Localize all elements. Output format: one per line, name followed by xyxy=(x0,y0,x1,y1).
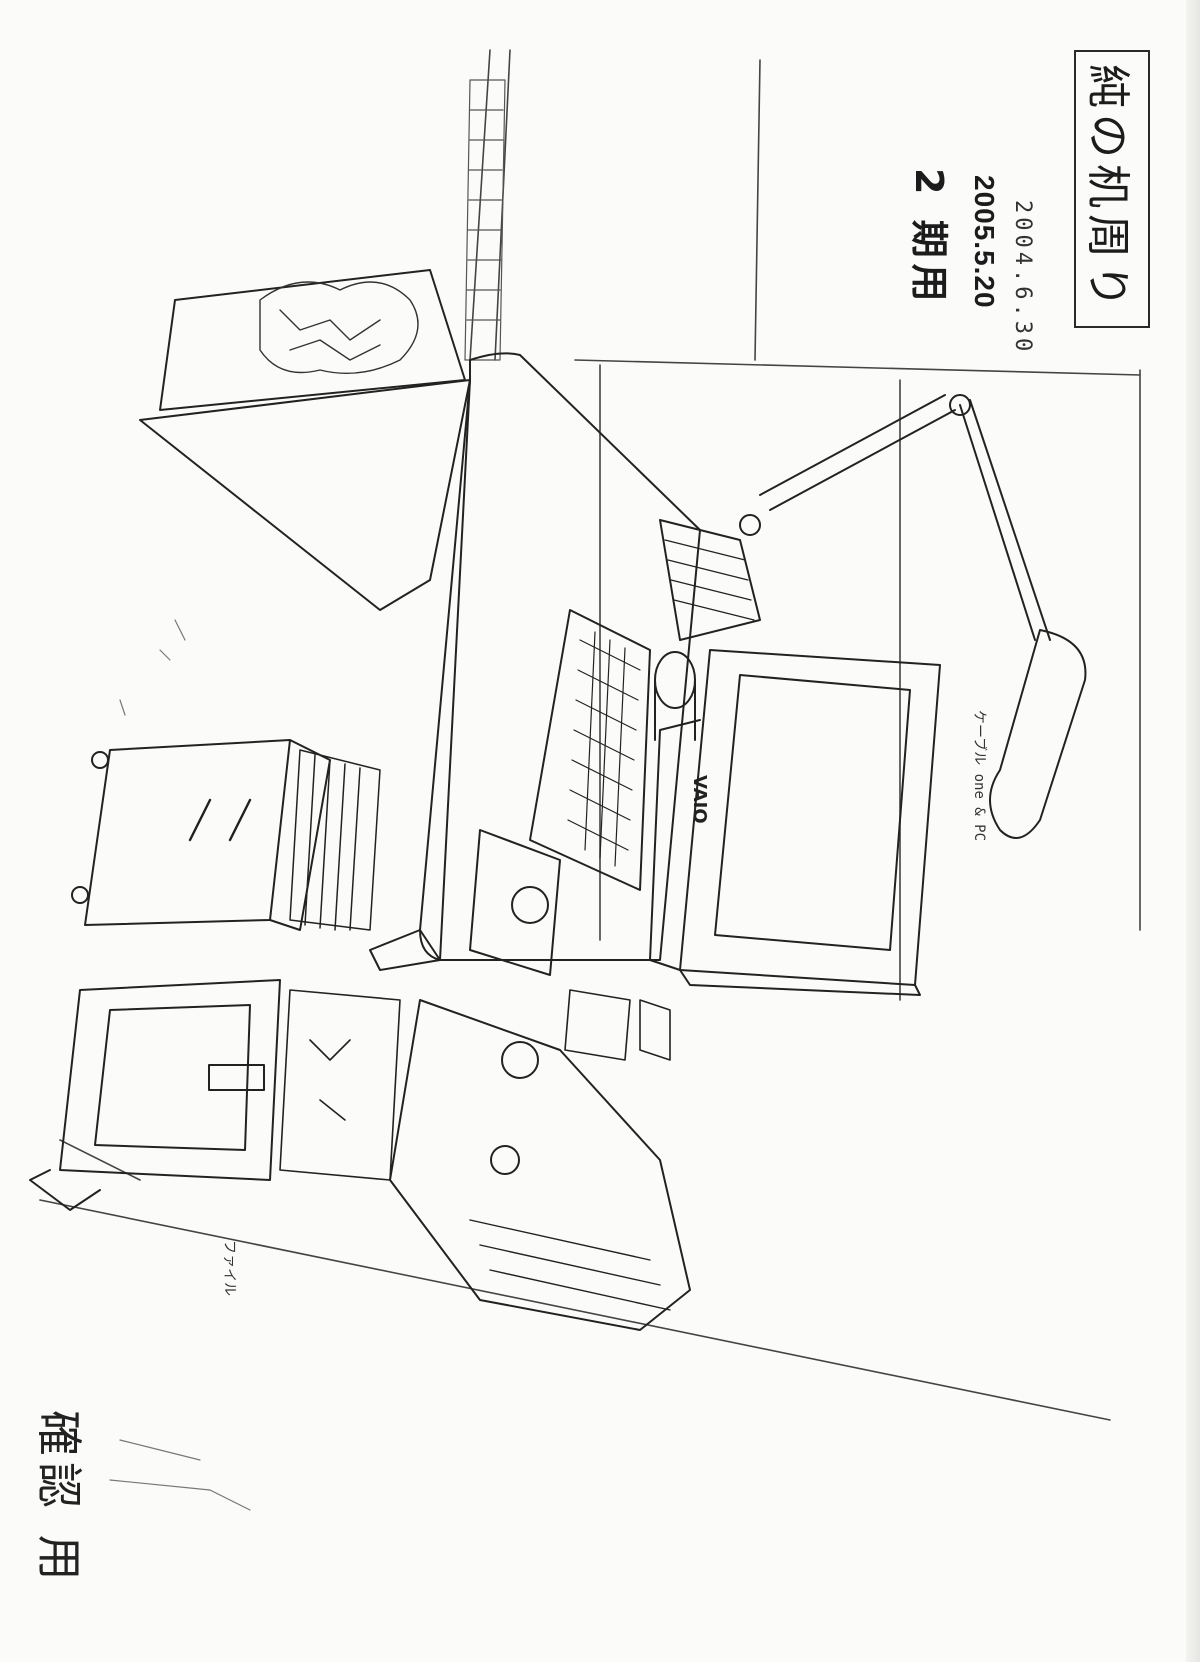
loose-scribbles xyxy=(109,619,251,1511)
drawer-cabinet xyxy=(71,739,331,931)
date-handwritten: 2004.6.30 xyxy=(1010,200,1035,356)
lamp-head xyxy=(989,629,1087,839)
printer-unit xyxy=(389,999,691,1331)
binders xyxy=(289,749,381,931)
title-block: 純の机周り xyxy=(1074,50,1150,328)
desk-top[interactable] xyxy=(369,352,701,971)
monitor-annotation-block: ケーブル one & PC xyxy=(970,710,990,841)
monitor[interactable] xyxy=(649,649,941,996)
mouse-icon xyxy=(511,886,549,924)
shopping-bag xyxy=(279,989,401,1181)
pen-holder xyxy=(564,989,671,1061)
book-stack xyxy=(659,519,761,641)
bottom-note: 確認 用 xyxy=(32,1410,86,1587)
slanted-board xyxy=(139,269,471,611)
pc-tower xyxy=(29,979,281,1211)
date-printed: 2005.5.20 xyxy=(969,175,1000,309)
hatched-wall-strip xyxy=(464,79,506,361)
monitor-brand-block: VAIO xyxy=(689,775,710,824)
monitor-annotation: ケーブル one & PC xyxy=(971,710,987,842)
paper-pile xyxy=(259,281,419,374)
desk-lamp[interactable] xyxy=(739,394,1087,839)
tower-vent xyxy=(208,1064,265,1091)
paper-edge-shadow xyxy=(1186,0,1200,1662)
monitor-brand-logo: VAIO xyxy=(689,775,710,824)
desk-speaker xyxy=(654,651,696,741)
bottom-note-block: 確認 用 xyxy=(29,1410,95,1587)
keyboard[interactable] xyxy=(529,609,651,891)
date-printed-block: 2005.5.20 xyxy=(968,175,1000,309)
date-handwritten-block: 2004.6.30 xyxy=(1010,200,1035,355)
monitor-screen xyxy=(714,674,911,951)
mouse-pad[interactable] xyxy=(469,829,561,976)
phase-label: 2 期用 xyxy=(907,168,951,308)
phase-block: 2 期用 xyxy=(905,168,960,308)
sheet-title: 純の机周り xyxy=(1082,64,1133,314)
floor-annotation-block: ファイル xyxy=(220,1240,240,1296)
floor-annotation: ファイル xyxy=(221,1240,237,1296)
